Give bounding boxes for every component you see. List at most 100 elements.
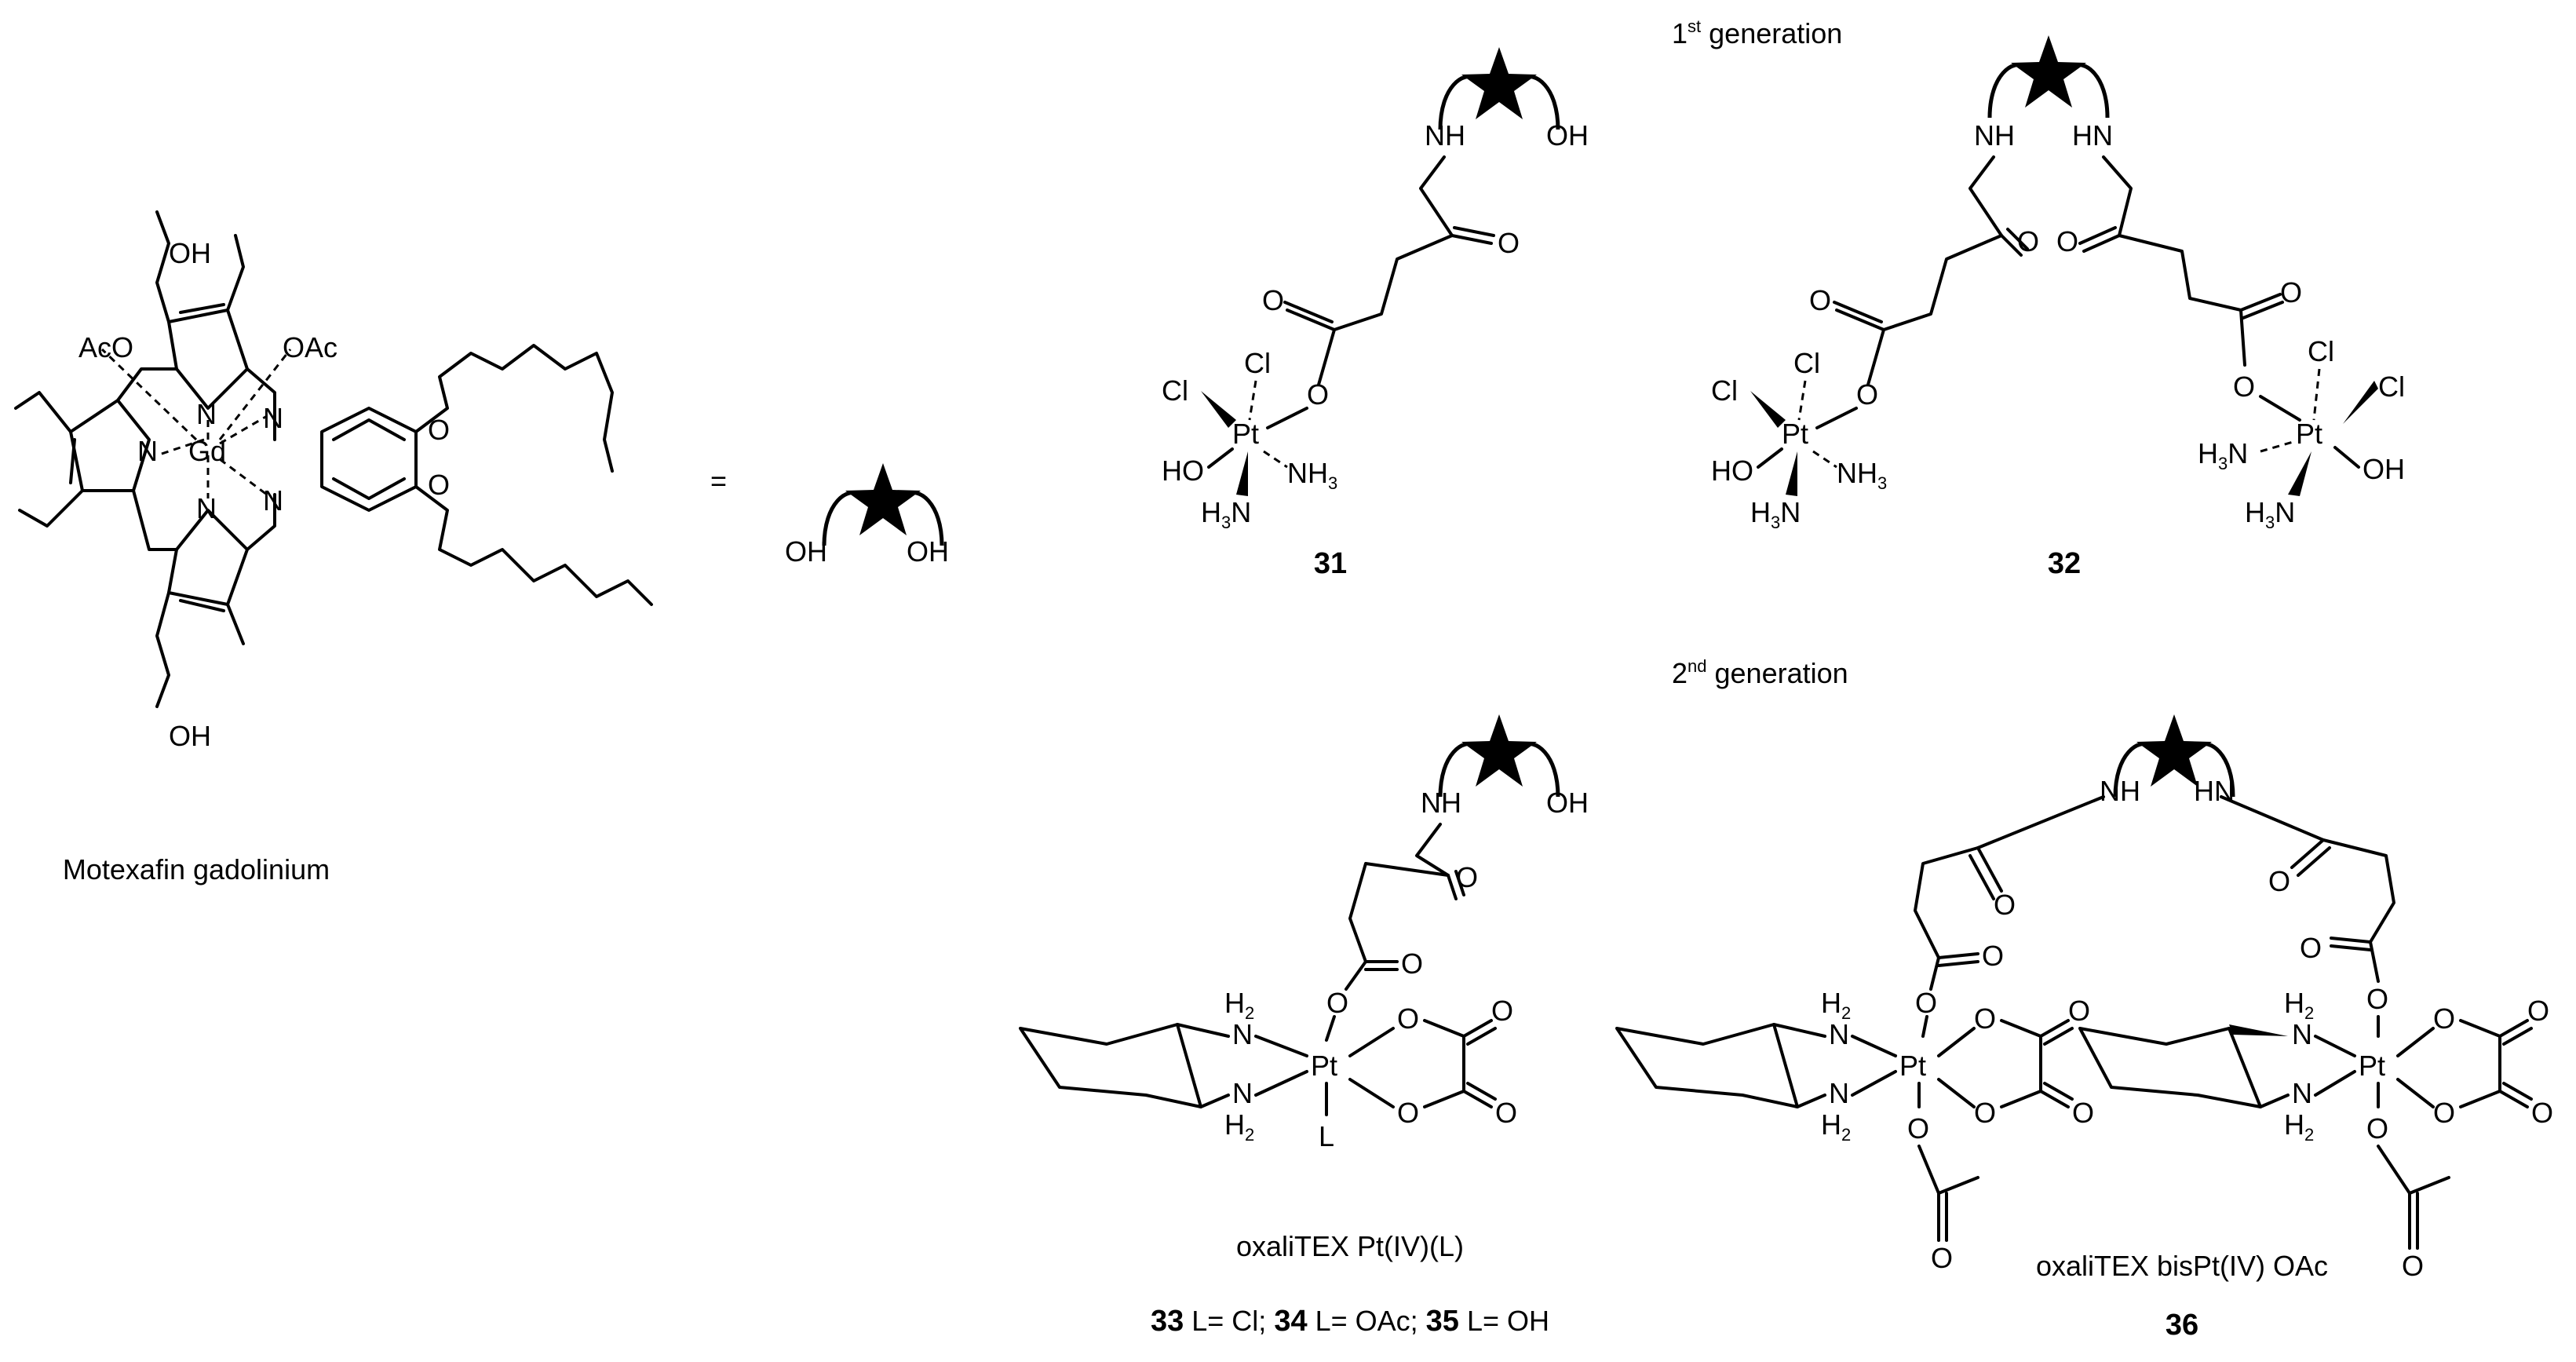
o-label: O	[1401, 948, 1423, 980]
o-label: O	[1456, 861, 1478, 893]
o-label: O	[2433, 1002, 2455, 1035]
oh-label: OH	[1546, 119, 1589, 152]
n-label: N	[196, 492, 217, 524]
o-label: O	[2433, 1097, 2455, 1129]
compounds-33-35-caption: 33 L= Cl; 34 L= OAc; 35 L= OH	[1151, 1305, 1549, 1338]
equals-sign: =	[710, 465, 727, 497]
cl-label: Cl	[2378, 371, 2405, 403]
o-label: O	[2527, 995, 2549, 1027]
cl-label: Cl	[1244, 347, 1271, 379]
aco-label: AcO	[78, 331, 133, 363]
pt-label: Pt	[2359, 1050, 2385, 1082]
h3n-label: H3N	[1750, 496, 1801, 532]
star-diol-legend: OH OH	[785, 463, 949, 568]
o-label: O	[2072, 1097, 2094, 1129]
oxalitex-pt-iv-structure: NH OH O O O Pt O O O O L H2 N N H2	[1019, 714, 1589, 1152]
o-label: O	[2300, 932, 2322, 964]
o-label: O	[2068, 995, 2090, 1027]
second-generation-heading: 2nd generation	[1672, 656, 1848, 689]
gd-label: Gd	[188, 435, 226, 467]
nh-label: NH	[2100, 775, 2140, 807]
compound-31-structure: NH OH O O O Pt Cl Cl HO NH3 H3N	[1162, 47, 1589, 532]
o-label: O	[2531, 1097, 2553, 1129]
pt-label: Pt	[2296, 418, 2322, 450]
n-label: N	[1829, 1077, 1849, 1109]
oac-label: OAc	[283, 331, 338, 363]
compound-31-number: 31	[1314, 547, 1347, 580]
nh2-label: H2	[2284, 987, 2314, 1023]
o-label: O	[1495, 1097, 1517, 1129]
oh-right-label: OH	[907, 535, 949, 568]
o-label: O	[1974, 1097, 1996, 1129]
pt-label: Pt	[1899, 1050, 1926, 1082]
compound-36-number: 36	[2166, 1309, 2198, 1342]
n-label: N	[1232, 1077, 1253, 1109]
motexafin-name: Motexafin gadolinium	[63, 853, 330, 885]
nh-label: NH	[1421, 787, 1461, 819]
top-oh-label: OH	[169, 237, 211, 269]
h3n-label: H3N	[2198, 437, 2248, 473]
h3n-label: H3N	[2245, 496, 2295, 532]
nh3-label: NH3	[1837, 457, 1887, 493]
n-label: N	[263, 402, 283, 434]
cl-label: Cl	[1711, 374, 1738, 407]
o-label: O	[1491, 995, 1513, 1027]
oxalitex-bispt-iv-structure: NH HN O O O Pt O O O O O O H2 N N H2	[1615, 714, 2553, 1282]
hn-label: HN	[2194, 775, 2235, 807]
o-label: O	[1498, 227, 1520, 259]
o-label: O	[1974, 1002, 1996, 1035]
o-label: O	[1931, 1242, 1953, 1274]
o-label: O	[1326, 987, 1348, 1019]
nh2-label: H2	[2284, 1108, 2314, 1145]
pt-label: Pt	[1311, 1050, 1337, 1082]
cl-label: Cl	[2308, 335, 2334, 367]
o-label: O	[1994, 889, 2016, 921]
o-label: O	[1809, 284, 1831, 316]
first-generation-heading: 1st generation	[1672, 16, 1842, 49]
o-label: O	[1307, 378, 1329, 411]
h3n-label: H3N	[1201, 496, 1251, 532]
o-label: O	[428, 469, 450, 501]
ho-label: HO	[1711, 455, 1753, 487]
n-label: N	[263, 484, 283, 517]
ho-label: HO	[1162, 455, 1204, 487]
o-label: O	[2366, 1112, 2388, 1145]
oxalitex-pt-iv-name: oxaliTEX Pt(IV)(L)	[1236, 1230, 1464, 1262]
o-label: O	[1907, 1112, 1929, 1145]
nh-label: NH	[1425, 119, 1465, 152]
nh2-label: H2	[1821, 1108, 1851, 1145]
o-label: O	[2402, 1250, 2424, 1282]
oh-label: OH	[1546, 787, 1589, 819]
nh2-label: H2	[1821, 987, 1851, 1023]
bottom-oh-label: OH	[169, 720, 211, 752]
nh3-label: NH3	[1287, 457, 1337, 493]
oh-left-label: OH	[785, 535, 827, 568]
n-label: N	[2292, 1077, 2312, 1109]
pt-label: Pt	[1232, 418, 1259, 450]
n-label: N	[1829, 1018, 1849, 1050]
o-label: O	[2017, 225, 2039, 257]
oxalitex-bispt-iv-name: oxaliTEX bisPt(IV) OAc	[2036, 1250, 2328, 1282]
oh-label: OH	[2363, 453, 2405, 485]
o-label: O	[1397, 1002, 1419, 1035]
o-label: O	[2366, 983, 2388, 1015]
o-label: O	[428, 414, 450, 446]
n-label: N	[196, 398, 217, 430]
o-label: O	[2268, 865, 2290, 897]
o-label: O	[1915, 987, 1937, 1019]
n-label: N	[1232, 1018, 1253, 1050]
ligand-l-label: L	[1319, 1120, 1334, 1152]
compound-32-structure: NH HN O O O Pt Cl Cl HO NH3 H3N O O O Pt…	[1711, 35, 2405, 532]
o-label: O	[2233, 371, 2255, 403]
o-label: O	[2280, 276, 2302, 309]
n-label: N	[2292, 1018, 2312, 1050]
hn-label: HN	[2072, 119, 2113, 152]
pt-label: Pt	[1782, 418, 1808, 450]
cl-label: Cl	[1162, 374, 1188, 407]
nh-label: NH	[1974, 119, 2015, 152]
nh2-label: H2	[1224, 1108, 1254, 1145]
o-label: O	[1262, 284, 1284, 316]
motexafin-gadolinium-structure: AcO OAc OH OH Gd N N N N N O O	[14, 210, 653, 752]
o-label: O	[1856, 378, 1878, 411]
